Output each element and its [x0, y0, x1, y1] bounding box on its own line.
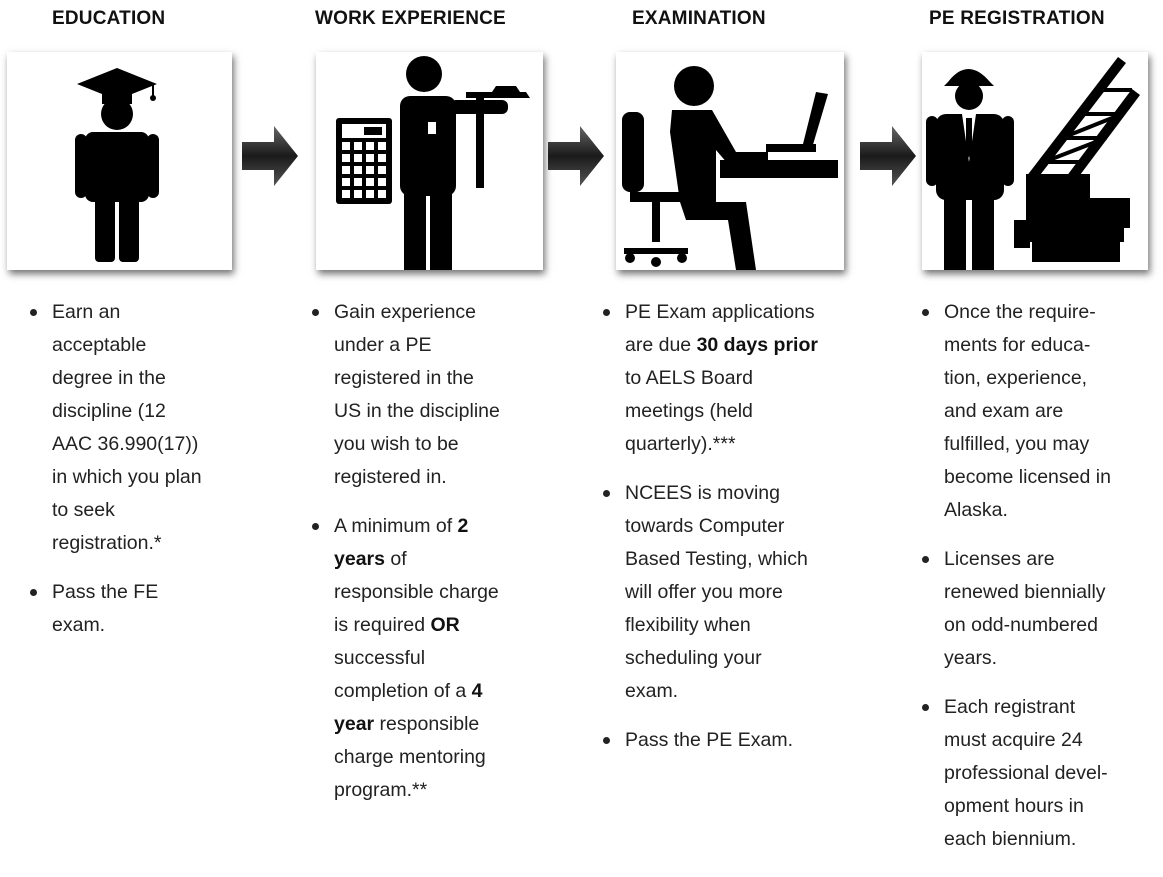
graduate-icon	[75, 68, 159, 262]
bullet-item: Pass the FE exam.	[22, 576, 247, 642]
education-card	[7, 52, 232, 270]
bullet-text: Once the require-	[944, 301, 1096, 323]
bullet-text: PE Exam applications	[625, 301, 815, 323]
right-arrow-icon	[242, 126, 298, 186]
step-heading-pe-registration: PE REGISTRATION	[929, 8, 1105, 29]
bullet-text: registered in the	[334, 367, 474, 389]
bullet-text: to AELS Board	[625, 367, 753, 389]
bullet-text: degree in the	[52, 367, 166, 389]
bullet-text: professional devel-	[944, 762, 1108, 784]
bullet-text: renewed biennially	[944, 581, 1106, 603]
bullet-text: Pass the FE	[52, 581, 159, 603]
bullet-text: on odd-numbered	[944, 614, 1098, 636]
bullet-text: responsible	[374, 713, 480, 735]
bullet-text: Each registrant	[944, 696, 1076, 718]
bullet-text: responsible charge	[334, 581, 499, 603]
bullet-text: and exam are	[944, 400, 1064, 422]
bullet-text: Alaska.	[944, 499, 1008, 521]
bullet-text: US in the discipline	[334, 400, 500, 422]
bullet-text: is required	[334, 614, 431, 636]
bullet-text: become licensed in	[944, 466, 1111, 488]
bullet-text: flexibility when	[625, 614, 751, 636]
bullet-text: years.	[944, 647, 998, 669]
examination-bullet-list: PE Exam applications are due 30 days prio…	[595, 296, 865, 757]
bullet-item: A minimum of 2 years of responsible charge…	[304, 510, 554, 807]
bullet-text: program.**	[334, 779, 428, 801]
bold-text: OR	[430, 614, 460, 636]
bullet-text: AAC 36.990(17))	[52, 433, 199, 455]
bullet-text: to seek	[52, 499, 115, 521]
bullet-text: each biennium.	[944, 828, 1077, 850]
bullet-text: acceptable	[52, 334, 147, 356]
bullet-item: Once the require-ments for educa-tion, e…	[914, 296, 1163, 527]
engineer-crane-icon	[926, 56, 1140, 270]
bullet-item: PE Exam applications are due 30 days prio…	[595, 296, 865, 461]
bullet-text: in which you plan	[52, 466, 202, 488]
bullet-text: registration.*	[52, 532, 162, 554]
bullet-text: Licenses are	[944, 548, 1055, 570]
bullet-text: towards Computer	[625, 515, 785, 537]
bullet-text: fulfilled, you may	[944, 433, 1090, 455]
bullet-text: Gain experience	[334, 301, 477, 323]
bullet-text: registered in.	[334, 466, 447, 488]
bullet-text: completion of a	[334, 680, 472, 702]
bold-text: 30 days prior	[696, 334, 818, 356]
work-experience-card	[316, 52, 543, 270]
bullet-item: Earn an acceptable degree in the discipline…	[22, 296, 247, 560]
step-heading-examination: EXAMINATION	[632, 8, 766, 29]
bullet-item: Gain experience under a PE registered in t…	[304, 296, 554, 494]
bullet-text: ments for educa-	[944, 334, 1091, 356]
bullet-item: Each registrant must acquire 24 profession…	[914, 691, 1163, 856]
bold-text: 2	[457, 515, 469, 537]
exam-desk-icon	[622, 66, 838, 270]
bullet-text: will offer you more	[625, 581, 783, 603]
bullet-text: are due	[625, 334, 697, 356]
bullet-text: scheduling your	[625, 647, 762, 669]
bullet-text: opment hours in	[944, 795, 1084, 817]
right-arrow-icon	[548, 126, 604, 186]
bullet-text: successful	[334, 647, 426, 669]
bullet-text: NCEES is moving	[625, 482, 780, 504]
step-heading-work-experience: WORK EXPERIENCE	[315, 8, 506, 29]
worker-calculator-icon	[336, 56, 530, 270]
bullet-text: Pass the PE Exam.	[625, 729, 793, 751]
step-heading-education: EDUCATION	[52, 8, 166, 29]
education-bullet-list: Earn an acceptable degree in the discipline…	[22, 296, 247, 642]
work-experience-bullet-list: Gain experience under a PE registered in t…	[304, 296, 554, 807]
bullet-text: charge mentoring	[334, 746, 486, 768]
bullet-item: Licenses are renewed biennially on odd-num…	[914, 543, 1163, 675]
bold-text: year	[334, 713, 375, 735]
bullet-text: Earn an	[52, 301, 121, 323]
bullet-text: meetings (held	[625, 400, 753, 422]
bold-text: 4	[471, 680, 483, 702]
bullet-text: under a PE	[334, 334, 432, 356]
bullet-text: A minimum of	[334, 515, 458, 537]
bullet-text: exam.	[52, 614, 106, 636]
right-arrow-icon	[860, 126, 916, 186]
bold-text: years	[334, 548, 385, 570]
bullet-item: Pass the PE Exam.	[595, 724, 865, 757]
bullet-text: you wish to be	[334, 433, 459, 455]
examination-card	[616, 52, 844, 270]
bullet-text: exam.	[625, 680, 679, 702]
bullet-text: tion, experience,	[944, 367, 1088, 389]
pe-registration-bullet-list: Once the require-ments for educa-tion, e…	[914, 296, 1163, 856]
bullet-text: Based Testing, which	[625, 548, 808, 570]
bullet-text: of	[384, 548, 407, 570]
bullet-text: discipline (12	[52, 400, 166, 422]
bullet-text: must acquire 24	[944, 729, 1083, 751]
bullet-text: quarterly).***	[625, 433, 736, 455]
pe-registration-card	[922, 52, 1148, 270]
